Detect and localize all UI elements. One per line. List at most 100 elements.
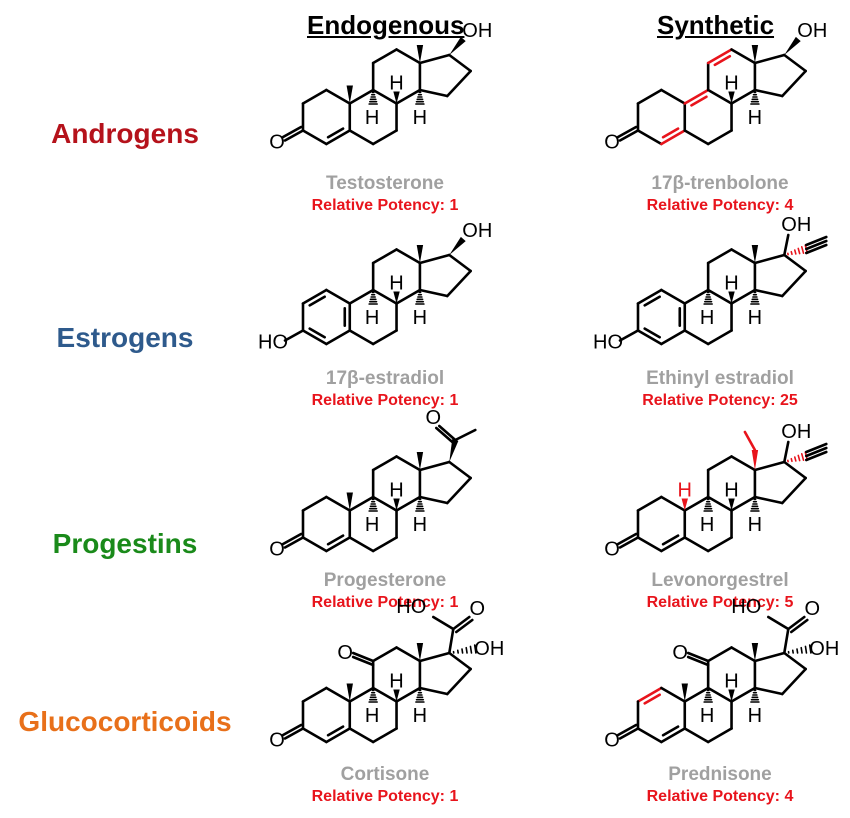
ethyl-wedge	[751, 450, 759, 470]
hydroxy-label: OH	[809, 638, 839, 660]
h-label: H	[700, 307, 714, 329]
hydroxy-label: OH	[797, 20, 827, 42]
ring-b-bond	[706, 686, 733, 703]
hashed-bond	[415, 91, 425, 105]
ring-d-bond	[447, 651, 472, 671]
relative-potency: Relative Potency: 1	[311, 392, 459, 409]
h-label: H	[724, 480, 738, 502]
ring-c-bond	[371, 48, 398, 65]
aromatic-bond	[643, 295, 661, 307]
carbonyl-double	[281, 125, 303, 139]
sidechain-bond	[431, 615, 455, 631]
alkyne-bond	[804, 450, 828, 462]
oxygen-label: O	[269, 730, 285, 752]
hydroxy-hash	[787, 644, 812, 654]
ring-c-bond	[395, 48, 422, 65]
wedge-bond	[393, 291, 400, 304]
ring-a-bond	[301, 288, 328, 305]
ring-a-bond	[636, 686, 663, 703]
double-bond	[326, 127, 345, 139]
ring-b-bond	[348, 288, 375, 305]
ring-a-bond	[660, 686, 687, 703]
methyl-wedge	[346, 492, 353, 511]
ring-d-bond	[753, 253, 786, 265]
ring-b-bond	[371, 288, 398, 305]
ring-b-bond	[683, 88, 710, 105]
h-label: H	[748, 514, 762, 536]
h-label: H	[389, 480, 403, 502]
ring-d-bond	[445, 69, 472, 98]
ethyl-bond	[743, 430, 757, 452]
hydroxy-label: OH	[781, 214, 811, 236]
carbonyl-double	[616, 125, 638, 139]
ring-a-bond	[301, 727, 328, 744]
ring-d-bond	[782, 651, 807, 671]
ring-a-bond	[325, 727, 352, 744]
ring-a-bond	[325, 129, 352, 146]
h-label: H	[389, 73, 403, 95]
ring-d-bond	[782, 253, 807, 273]
compound-name: Ethinyl estradiol	[646, 368, 794, 389]
methyl-wedge	[751, 45, 759, 63]
ring-a-bond	[301, 536, 328, 553]
methyl-wedge	[416, 245, 424, 263]
hashed-bond	[703, 689, 713, 703]
hydroxy-label: HO	[593, 332, 623, 354]
ring-d-bond	[418, 686, 449, 696]
relative-potency: Relative Potency: 1	[311, 197, 459, 214]
double-bond	[643, 693, 661, 705]
oxygen-label: O	[604, 132, 620, 154]
ring-a-bond	[636, 727, 663, 744]
hydroxy-bond	[782, 440, 790, 464]
ring-b-bond	[683, 727, 710, 744]
ring-a-bond	[325, 686, 352, 703]
carbonyl-double	[616, 532, 638, 546]
ring-b-bond	[348, 495, 375, 512]
ring-b-bond	[683, 288, 710, 305]
ethynyl-hash	[786, 451, 809, 463]
carbonyl-bond	[686, 651, 710, 663]
ring-a-bond	[660, 288, 687, 305]
h-label: H	[724, 671, 738, 693]
hashed-bond	[368, 689, 378, 703]
wedge-bond	[728, 498, 735, 511]
wedge-bond	[728, 91, 735, 104]
compound-name: Prednisone	[668, 764, 772, 785]
ring-d-bond	[418, 253, 451, 265]
ring-d-bond	[445, 269, 472, 298]
hydroxy-bond	[782, 233, 790, 257]
ring-a-bond	[325, 329, 352, 346]
ring-a-bond	[636, 495, 663, 512]
ring-d-bond	[782, 460, 807, 480]
h-label: H	[748, 705, 762, 727]
h-label: H	[413, 705, 427, 727]
relative-potency: Relative Potency: 4	[646, 788, 794, 805]
carbonyl-bond	[351, 651, 375, 663]
ring-a-bond	[301, 129, 328, 146]
h-label: H	[365, 705, 379, 727]
alkyne-bond	[804, 243, 828, 255]
ring-d-bond	[447, 53, 472, 73]
alkyne-bond	[804, 442, 828, 454]
ring-b-bond	[371, 495, 398, 512]
ring-a-bond	[636, 329, 663, 346]
carbonyl-bond	[451, 615, 471, 631]
h-label: H	[678, 480, 692, 502]
hydroxy-bond	[618, 329, 640, 342]
hydroxy-label: OH	[474, 638, 504, 660]
relative-potency: Relative Potency: 1	[311, 594, 459, 611]
alkyne-bond	[804, 239, 828, 251]
ring-a-bond	[660, 727, 687, 744]
wedge-bond	[728, 291, 735, 304]
ring-a-bond	[301, 495, 328, 512]
hydroxy-label: HO	[396, 596, 426, 618]
wedge-bond	[681, 498, 688, 511]
methyl-wedge	[751, 245, 759, 263]
sidechain-bond	[766, 615, 790, 631]
ring-b-bond	[683, 686, 710, 703]
ring-d-bond	[782, 53, 807, 73]
ring-d-bond	[418, 651, 451, 663]
